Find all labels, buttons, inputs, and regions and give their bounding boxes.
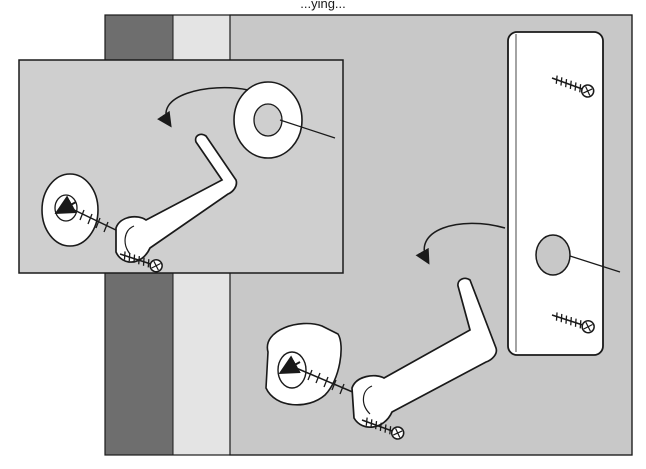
plate-hole (535, 234, 571, 276)
inset-panel (18, 59, 344, 275)
escutcheon-plate (507, 31, 621, 356)
plate-body (507, 31, 604, 356)
rose-trim-inset (233, 81, 336, 159)
lever-handle-main (265, 277, 498, 442)
lever-handle-inset (41, 133, 238, 275)
rotate-arrow-inset (157, 86, 249, 128)
plate-leader-line (569, 255, 621, 273)
rotate-arrow-main (415, 222, 506, 265)
lever-body-inset (115, 133, 238, 263)
header-text: ...ying... (300, 0, 346, 11)
